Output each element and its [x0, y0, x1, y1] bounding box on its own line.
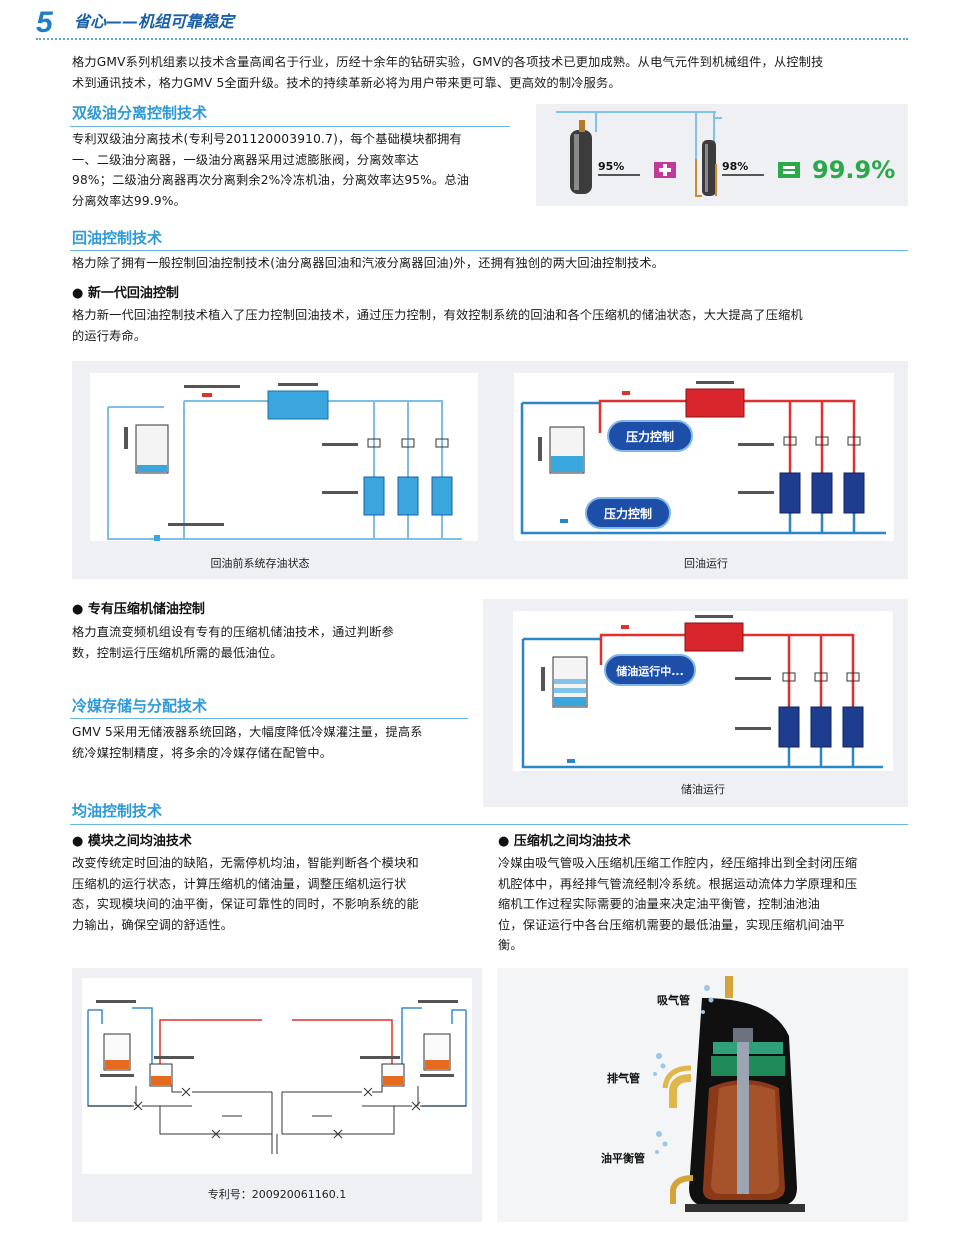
storage-running-label: 储油运行中...	[616, 664, 684, 678]
compressor-figure-panel: 吸气管 排气管 油平衡管	[497, 968, 908, 1222]
pressure-control-label-1: 压力控制	[626, 429, 674, 444]
section-title: 省心——机组可靠稳定	[74, 12, 235, 31]
text-line: 统冷媒控制精度，将多余的冷媒存储在配管中。	[72, 745, 333, 760]
patent-caption: 专利号：200920061160.1	[208, 1187, 346, 1201]
section-number: 5	[36, 6, 53, 39]
refrigerant-text: GMV 5采用无储液器系统回路，大幅度降低冷媒灌注量，提高系 统冷媒控制精度，将…	[72, 722, 472, 763]
oil-storage-diagram: 储油运行中... 储油运行	[513, 611, 893, 796]
oil-separation-text: 专利双级油分离技术(专利号201120003910.7)，每个基础模块都拥有 一…	[72, 129, 512, 211]
suction-pipe-label: 吸气管	[657, 993, 690, 1007]
text-line: 衡。	[498, 938, 523, 952]
oil-storage-text: 格力直流变频机组设有专有的压缩机储油技术，通过判断参 数，控制运行压缩机所需的最…	[72, 622, 472, 663]
caption-oil-running: 回油运行	[684, 556, 728, 570]
text-line: 专利双级油分离技术(专利号201120003910.7)，每个基础模块都拥有	[72, 132, 462, 146]
text-line: 格力新一代回油控制技术植入了压力控制回油技术，通过压力控制，有效控制系统的回油和…	[72, 308, 803, 322]
total-efficiency: 99.9%	[812, 156, 895, 184]
text-line: 分离效率达99.9%。	[72, 193, 187, 208]
oil-storage-title: ● 专有压缩机储油控制	[72, 602, 205, 617]
compressor-balance-text: 冷媒由吸气管吸入压缩机压缩工作腔内，经压缩排出到全封闭压缩 机腔体中，再经排气管…	[498, 853, 913, 956]
compressor-balance-title: ● 压缩机之间均油技术	[498, 834, 631, 849]
oil-separator-figure: 95% 98% 99.9%	[536, 104, 908, 206]
oil-separator-diagram: 95% 98% 99.9%	[556, 111, 895, 197]
heading-underline	[70, 126, 510, 127]
text-line: 改变传统定时回油的缺陷，无需停机均油，智能判断各个模块和	[72, 856, 419, 870]
oil-storage-figure-panel: 储油运行中... 储油运行	[483, 599, 908, 807]
heading-underline	[70, 718, 468, 719]
intro-line: 术到通讯技术，格力GMV 5全面升级。技术的持续革新必将为用户带来更可靠、更高效…	[72, 75, 621, 90]
text-line: 冷媒由吸气管吸入压缩机压缩工作腔内，经压缩排出到全封闭压缩	[498, 856, 858, 870]
oil-before-diagram: 回油前系统存油状态	[90, 373, 478, 570]
oil-return-figure-panel: 回油前系统存油状态 压力控制 压力控制 回油运行	[72, 361, 908, 579]
text-line: 格力直流变频机组设有专有的压缩机储油技术，通过判断参	[72, 625, 395, 639]
module-balance-diagram: 专利号：200920061160.1	[82, 978, 472, 1201]
text-line: 压缩机的运行状态，计算压缩机的储油量，调整压缩机运行状	[72, 876, 407, 891]
text-line: 态，实现模块间的油平衡，保证可靠性的同时，不影响系统的能	[72, 897, 419, 911]
text-line: 98%；二级油分离器再次分离剩余2%冷冻机油，分离效率达95%。总油	[72, 173, 470, 187]
oil-return-running-diagram: 压力控制 压力控制 回油运行	[514, 373, 894, 570]
text-line: 的运行寿命。	[72, 328, 147, 343]
oil-separation-heading: 双级油分离控制技术	[72, 104, 208, 122]
heading-underline	[70, 250, 908, 251]
oil-return-desc: 格力除了拥有一般控制回油控制技术(油分离器回油和汽液分离器回油)外，还拥有独创的…	[72, 256, 665, 270]
separator-1-percent: 95%	[598, 160, 624, 173]
oil-return-heading: 回油控制技术	[72, 229, 163, 247]
text-line: 机腔体中，再经排气管流经制冷系统。根据运动流体力学原理和压	[498, 876, 858, 891]
text-line: 力输出，确保空调的舒适性。	[72, 917, 234, 932]
compressor-cutaway: 吸气管 排气管 油平衡管	[601, 976, 805, 1212]
new-oil-return-text: 格力新一代回油控制技术植入了压力控制回油技术，通过压力控制，有效控制系统的回油和…	[72, 305, 922, 346]
refrigerant-heading: 冷媒存储与分配技术	[72, 697, 208, 715]
module-balance-title: ● 模块之间均油技术	[72, 834, 192, 849]
oil-balance-heading: 均油控制技术	[72, 802, 163, 820]
text-line: 缩机工作过程实际需要的油量来决定油平衡管，控制油池油	[498, 897, 821, 911]
text-line: 一、二级油分离器，一级油分离器采用过滤膨胀阀，分离效率达	[72, 152, 419, 167]
intro-paragraph: 格力GMV系列机组素以技术含量高闻名于行业，历经十余年的钻研实验，GMV的各项技…	[72, 52, 922, 93]
caption-oil-storage: 储油运行	[681, 782, 725, 796]
heading-underline	[70, 824, 908, 825]
module-balance-text: 改变传统定时回油的缺陷，无需停机均油，智能判断各个模块和 压缩机的运行状态，计算…	[72, 853, 482, 935]
pressure-control-label-2: 压力控制	[604, 506, 652, 521]
balance-pipe-label: 油平衡管	[601, 1151, 645, 1165]
text-line: GMV 5采用无储液器系统回路，大幅度降低冷媒灌注量，提高系	[72, 725, 423, 739]
header-dotted-divider	[36, 38, 908, 40]
text-line: 位，保证运行中各台压缩机需要的最低油量，实现压缩机间油平	[498, 917, 845, 932]
new-oil-return-title: ● 新一代回油控制	[72, 286, 179, 301]
equals-icon	[778, 162, 800, 178]
caption-oil-before: 回油前系统存油状态	[211, 556, 310, 570]
text-line: 数，控制运行压缩机所需的最低油位。	[72, 645, 283, 660]
discharge-pipe-label: 排气管	[607, 1071, 640, 1085]
module-balance-figure-panel: 专利号：200920061160.1	[72, 968, 482, 1222]
intro-line: 格力GMV系列机组素以技术含量高闻名于行业，历经十余年的钻研实验，GMV的各项技…	[72, 55, 824, 69]
separator-2-percent: 98%	[722, 160, 748, 173]
